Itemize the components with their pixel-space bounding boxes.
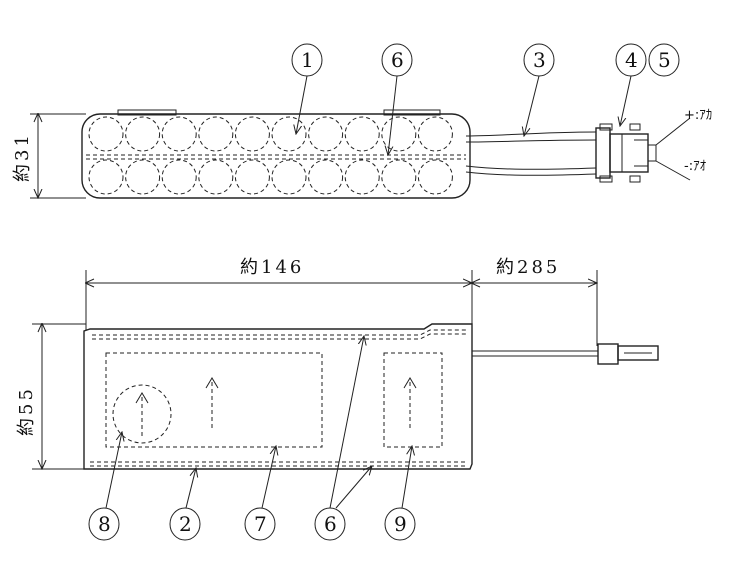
cell-circle — [381, 116, 417, 152]
top-height-label: 約31 — [12, 132, 33, 182]
callout-4: 4 — [615, 43, 647, 126]
cell-circle — [344, 116, 380, 152]
lead-wire — [465, 165, 597, 170]
lead-wire — [465, 131, 597, 137]
cell-circle — [344, 159, 380, 195]
minus-terminal-label: -:ｱｵ — [684, 159, 707, 174]
lead-wire — [465, 171, 597, 176]
cell-circle — [88, 116, 124, 152]
plus-leader — [655, 117, 691, 146]
svg-text:6: 6 — [324, 512, 337, 536]
callout-8: 8 — [88, 432, 122, 541]
cell-circle — [417, 159, 453, 195]
label-area-small — [383, 352, 443, 448]
callout-3: 3 — [524, 43, 555, 136]
pack-tab — [383, 109, 441, 116]
svg-text:5: 5 — [658, 48, 671, 72]
plus-terminal-label: +:ｱｶ — [684, 108, 712, 123]
minus-leader — [655, 160, 691, 181]
cell-circle — [198, 159, 234, 195]
length-label: 約146 — [240, 257, 304, 278]
orientation-arrow — [403, 377, 417, 428]
cell-circle — [161, 116, 197, 152]
inner-tube-top — [92, 329, 466, 336]
cell-marker-circle — [112, 384, 172, 444]
bottom-view: 約146 約285 約55 — [16, 257, 659, 541]
cell-circle — [381, 159, 417, 195]
orientation-arrow — [205, 377, 219, 428]
orientation-arrow — [135, 392, 149, 436]
cell-circle — [234, 159, 270, 195]
svg-text:4: 4 — [625, 48, 638, 72]
lead-length-label: 約285 — [496, 257, 560, 278]
callout-9: 9 — [384, 446, 416, 541]
cell-circle — [125, 159, 161, 195]
top-view: +:ｱｶ -:ｱｵ 約31 1 6 3 4 — [12, 43, 712, 199]
cell-circle — [198, 116, 234, 152]
callout-1: 1 — [291, 43, 323, 134]
cell-circle — [308, 159, 344, 195]
callout-2: 2 — [169, 468, 201, 541]
callout-7: 7 — [244, 446, 276, 541]
label-area — [105, 352, 323, 448]
inner-tube-top — [92, 333, 466, 340]
cell-circle — [88, 159, 124, 195]
cell-circle — [234, 116, 270, 152]
svg-text:8: 8 — [98, 512, 111, 536]
bottom-height-label: 約55 — [16, 386, 37, 436]
cell-circle — [417, 116, 453, 152]
svg-text:2: 2 — [179, 512, 192, 536]
pack-outline — [83, 323, 473, 470]
svg-text:6: 6 — [391, 48, 404, 72]
callout-6-top: 6 — [381, 43, 413, 155]
cell-circle — [125, 116, 161, 152]
svg-text:3: 3 — [533, 48, 546, 72]
svg-text:7: 7 — [254, 512, 267, 536]
connector — [597, 343, 659, 365]
cell-circle — [308, 116, 344, 152]
callout-6-bottom: 6 — [314, 336, 372, 541]
svg-text:9: 9 — [394, 512, 407, 536]
pack-tab — [117, 109, 177, 116]
lead-wire — [465, 139, 597, 143]
cell-circle — [271, 116, 307, 152]
svg-text:1: 1 — [301, 48, 314, 72]
cell-circle — [161, 159, 197, 195]
cell-grid — [88, 116, 453, 195]
cell-pack-outline — [81, 113, 471, 199]
callout-5: 5 — [648, 43, 680, 77]
connector — [595, 123, 657, 183]
cell-circle — [271, 159, 307, 195]
